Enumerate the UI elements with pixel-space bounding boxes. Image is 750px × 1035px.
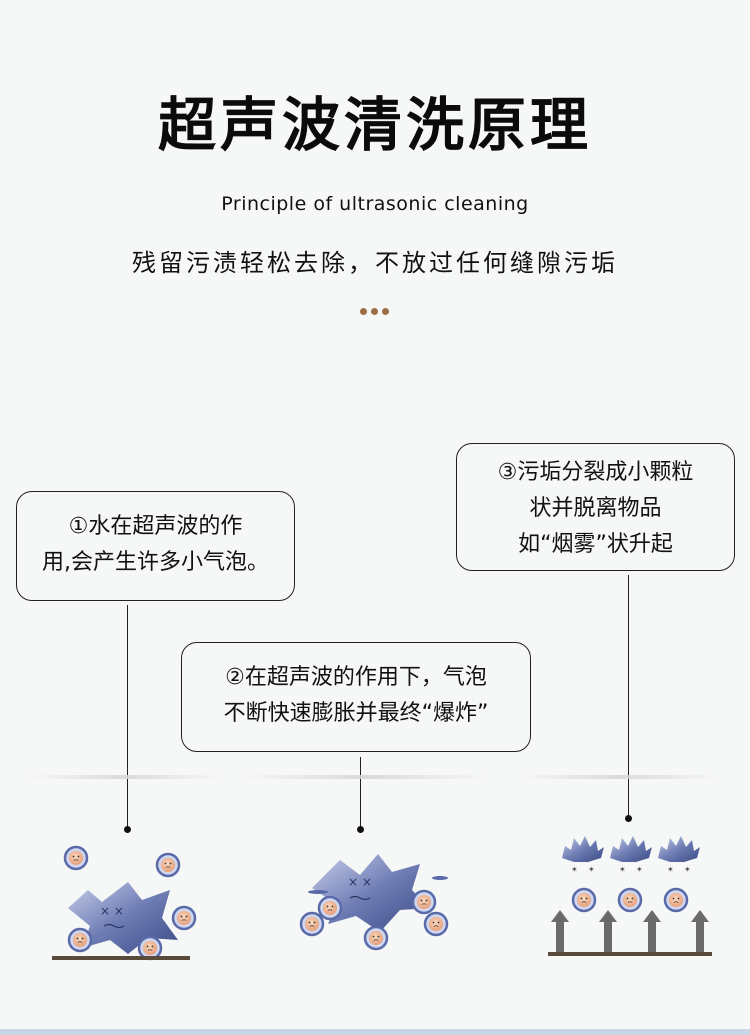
english-subtitle: Principle of ultrasonic cleaning bbox=[221, 193, 529, 215]
step-3-anchor-dot bbox=[625, 815, 632, 822]
bubble-character-icon bbox=[571, 887, 689, 913]
haze-line-3 bbox=[520, 775, 720, 779]
step-2-line-2: 不断快速膨胀并最终“爆炸” bbox=[223, 701, 489, 726]
step-3-line-2: 状并脱离物品 bbox=[529, 496, 662, 521]
smoke-cloud-icon bbox=[562, 836, 700, 874]
step-1-line-2: 用,会产生许多小气泡。 bbox=[42, 550, 269, 575]
step-3-line-1: ③污垢分裂成小颗粒 bbox=[497, 460, 694, 485]
step-3-callout: ③污垢分裂成小颗粒 状并脱离物品 如“烟雾”状升起 bbox=[456, 443, 735, 571]
stain-blob-icon: × × bbox=[312, 854, 430, 932]
illustration-scene: ✶ ✶ × × × × bbox=[52, 836, 712, 961]
step-1-anchor-dot bbox=[124, 826, 131, 833]
step-1-callout: ①水在超声波的作 用,会产生许多小气泡。 bbox=[16, 491, 295, 601]
step-2-connector bbox=[360, 757, 362, 829]
chinese-subtitle: 残留污渍轻松去除，不放过任何缝隙污垢 bbox=[132, 249, 618, 277]
step-2-line-1: ②在超声波的作用下，气泡 bbox=[225, 665, 487, 690]
svg-text:× ×: × × bbox=[348, 875, 372, 889]
up-arrow-icon bbox=[551, 910, 709, 952]
bottom-divider bbox=[0, 1029, 750, 1035]
decorative-dots bbox=[360, 308, 400, 316]
step-2-anchor-dot bbox=[357, 826, 364, 833]
step-1-connector bbox=[127, 605, 129, 829]
haze-line-2 bbox=[240, 775, 490, 779]
haze-line-1 bbox=[30, 775, 220, 779]
step-1-line-1: ①水在超声波的作 bbox=[68, 514, 243, 539]
step-2-callout: ②在超声波的作用下，气泡 不断快速膨胀并最终“爆炸” bbox=[181, 642, 531, 752]
step-3-connector bbox=[628, 575, 630, 818]
svg-text:× ×: × × bbox=[100, 904, 124, 918]
page-title: 超声波清洗原理 bbox=[157, 91, 592, 159]
step-3-line-3: 如“烟雾”状升起 bbox=[518, 532, 673, 557]
